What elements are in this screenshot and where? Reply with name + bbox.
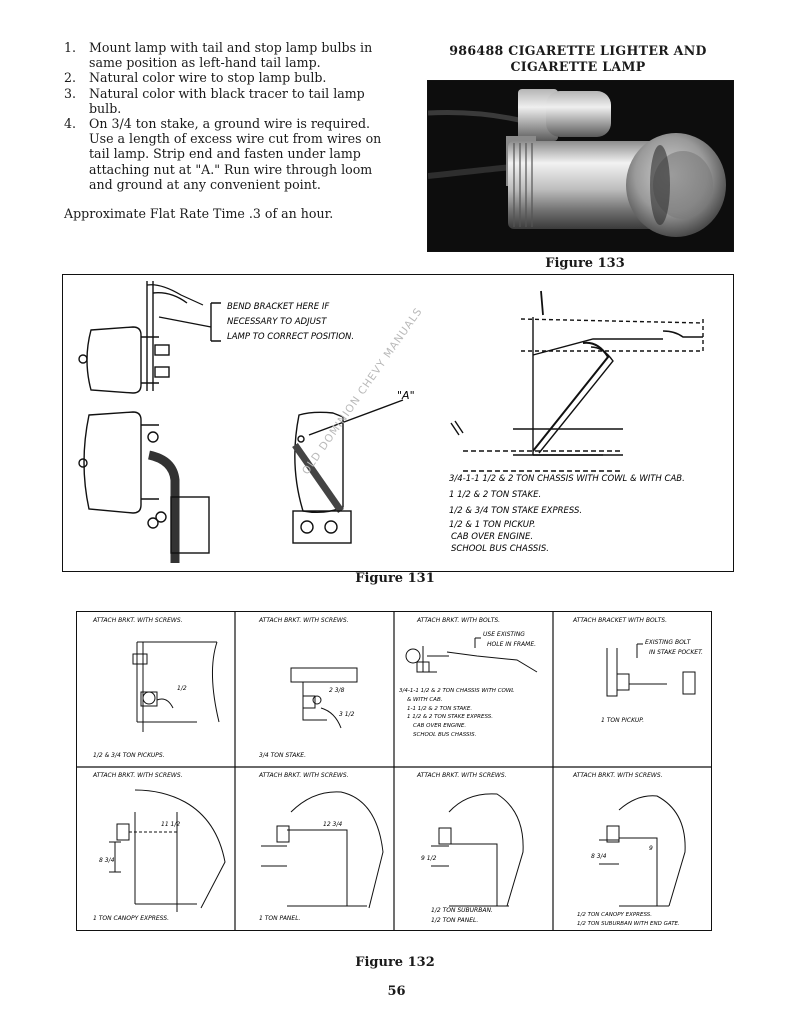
panel-2-footer: 3/4 TON STAKE. bbox=[259, 752, 306, 759]
installation-instructions: 1. Mount lamp with tail and stop lamp bul… bbox=[64, 40, 384, 221]
panel-5-footer: 1 TON CANOPY EXPRESS. bbox=[93, 915, 169, 922]
panel-6-dim-1: 12 3/4 bbox=[323, 821, 342, 828]
panel-5-dim-2: 8 3/4 bbox=[99, 857, 115, 864]
panel-7-header: ATTACH BRKT. WITH SCREWS. bbox=[416, 772, 507, 779]
panel-6-footer: 1 TON PANEL. bbox=[259, 915, 301, 922]
bend-note-line1: BEND BRACKET HERE IF bbox=[227, 302, 329, 312]
panel-6-header: ATTACH BRKT. WITH SCREWS. bbox=[258, 772, 349, 779]
model-line1: 3/4-1-1 1/2 & 2 TON CHASSIS WITH COWL & … bbox=[449, 474, 685, 484]
accessory-title-line1: 986488 CIGARETTE LIGHTER AND bbox=[449, 43, 707, 58]
step-text: On 3/4 ton stake, a ground wire is requi… bbox=[89, 116, 382, 192]
lighter-housing bbox=[508, 141, 658, 229]
model-line4: 1/2 & 1 TON PICKUP. bbox=[449, 520, 536, 530]
figure-131-drawing: BEND BRACKET HERE IF NECESSARY TO ADJUST… bbox=[78, 281, 704, 563]
panel-5-header: ATTACH BRKT. WITH SCREWS. bbox=[92, 772, 183, 779]
panel-8-footer: 1/2 TON CANOPY EXPRESS. bbox=[577, 912, 652, 918]
model-line2: 1 1/2 & 2 TON STAKE. bbox=[449, 490, 541, 500]
instruction-step: 4. On 3/4 ton stake, a ground wire is req… bbox=[64, 116, 384, 192]
panel-4-note-1: EXISTING BOLT bbox=[645, 639, 692, 646]
figure-132-diagram: ATTACH BRKT. WITH SCREWS. 1/2 1/2 & 3/4 … bbox=[76, 611, 712, 931]
step-number: 4. bbox=[64, 116, 77, 132]
panel-8-header: ATTACH BRKT. WITH SCREWS. bbox=[572, 772, 663, 779]
bend-note-line2: NECESSARY TO ADJUST bbox=[227, 317, 327, 327]
bend-note-line3: LAMP TO CORRECT POSITION. bbox=[227, 332, 354, 342]
step-number: 1. bbox=[64, 40, 77, 55]
panel-3-note-2: HOLE IN FRAME. bbox=[487, 641, 536, 648]
panel-7-footer: 1/2 TON SUBURBAN. bbox=[431, 907, 493, 914]
model-line3: 1/2 & 3/4 TON STAKE EXPRESS. bbox=[449, 506, 582, 516]
instruction-step: 3. Natural color with black tracer to tai… bbox=[64, 86, 384, 116]
panel-1-dim: 1/2 bbox=[177, 685, 187, 692]
panel-3-model-5: CAB OVER ENGINE. bbox=[413, 723, 466, 729]
panel-8-dim-1: 8 3/4 bbox=[591, 853, 607, 860]
panel-3-model-3: 1-1 1/2 & 2 TON STAKE. bbox=[407, 706, 472, 712]
accessory-title-line2: CIGARETTE LAMP bbox=[510, 58, 646, 74]
panel-4-note-2: IN STAKE POCKET. bbox=[649, 649, 703, 656]
panel-1-header: ATTACH BRKT. WITH SCREWS. bbox=[92, 617, 183, 624]
instruction-step: 2. Natural color wire to stop lamp bulb. bbox=[64, 70, 384, 85]
panel-2-dim-2: 3 1/2 bbox=[339, 711, 355, 718]
accessory-title: 986488 CIGARETTE LIGHTER AND CIGARETTE L… bbox=[428, 43, 728, 74]
instruction-steps: 1. Mount lamp with tail and stop lamp bul… bbox=[64, 40, 384, 192]
figure-131-diagram: BEND BRACKET HERE IF NECESSARY TO ADJUST… bbox=[62, 274, 734, 572]
page-number: 56 bbox=[387, 984, 406, 999]
step-number: 2. bbox=[64, 70, 77, 86]
step-text: Natural color wire to stop lamp bulb. bbox=[89, 70, 327, 86]
panel-3-note-1: USE EXISTING bbox=[483, 631, 525, 638]
step-number: 3. bbox=[64, 85, 77, 101]
panel-2-header: ATTACH BRKT. WITH SCREWS. bbox=[258, 617, 349, 624]
figure-131-caption: Figure 131 bbox=[355, 571, 435, 586]
panel-4-footer: 1 TON PICKUP. bbox=[601, 717, 644, 724]
instruction-step: 1. Mount lamp with tail and stop lamp bul… bbox=[64, 40, 384, 70]
model-line5: CAB OVER ENGINE. bbox=[451, 532, 533, 542]
panel-7-footer-2: 1/2 TON PANEL. bbox=[431, 917, 478, 924]
panel-7-dim-1: 9 1/2 bbox=[421, 855, 437, 862]
panel-3-model-1: 3/4-1-1 1/2 & 2 TON CHASSIS WITH COWL bbox=[399, 688, 514, 694]
panel-8-footer-2: 1/2 TON SUBURBAN WITH END GATE. bbox=[577, 921, 680, 927]
step-text: Mount lamp with tail and stop lamp bulbs… bbox=[89, 40, 373, 71]
cigarette-lighter-illustration bbox=[428, 81, 733, 251]
model-line6: SCHOOL BUS CHASSIS. bbox=[451, 544, 549, 554]
figure-132-drawing: ATTACH BRKT. WITH SCREWS. 1/2 1/2 & 3/4 … bbox=[77, 612, 711, 930]
panel-2-dim-1: 2 3/8 bbox=[329, 687, 345, 694]
panel-1-footer: 1/2 & 3/4 TON PICKUPS. bbox=[93, 752, 165, 759]
panel-5-dim-1: 11 1/2 bbox=[161, 821, 180, 828]
flat-rate-time: Approximate Flat Rate Time .3 of an hour… bbox=[64, 206, 334, 222]
figure-132-caption: Figure 132 bbox=[355, 955, 435, 970]
panel-3-model-6: SCHOOL BUS CHASSIS. bbox=[413, 732, 477, 738]
figure-133-caption: Figure 133 bbox=[545, 256, 625, 271]
panel-3-model-4: 1 1/2 & 2 TON STAKE EXPRESS. bbox=[407, 714, 493, 720]
panel-4-header: ATTACH BRACKET WITH BOLTS. bbox=[572, 617, 667, 624]
panel-8-dim-2: 9 bbox=[649, 845, 653, 852]
cigarette-lighter-photo bbox=[427, 80, 734, 252]
point-a-label: "A" bbox=[397, 389, 415, 402]
panel-3-header: ATTACH BRKT. WITH BOLTS. bbox=[416, 617, 500, 624]
panel-3-model-2: & WITH CAB. bbox=[407, 697, 443, 703]
lamp-bulb bbox=[546, 91, 611, 137]
step-text: Natural color with black tracer to tail … bbox=[89, 85, 365, 116]
